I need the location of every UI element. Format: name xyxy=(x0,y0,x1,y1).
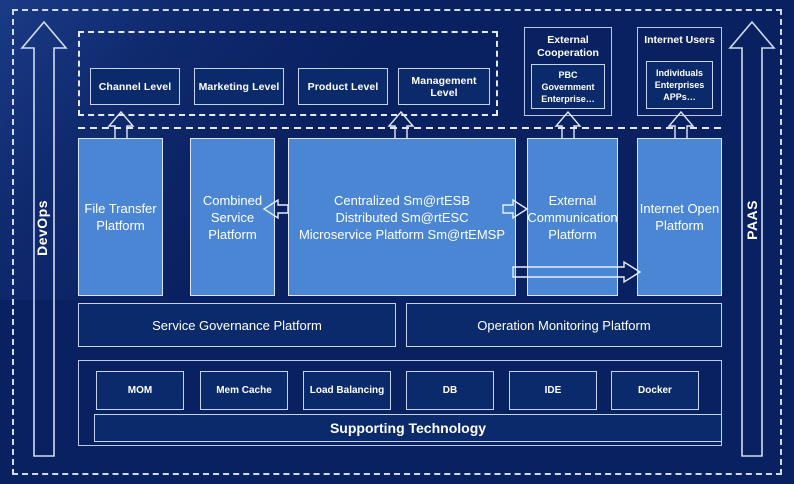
platform-internet-open[interactable]: Internet Open Platform xyxy=(637,138,722,296)
platform-combined-service[interactable]: Combined Service Platform xyxy=(190,138,275,296)
tech-box-load-balancing[interactable]: Load Balancing xyxy=(303,371,391,410)
external-cooperation-detail: PBC Government Enterprise… xyxy=(531,64,605,109)
tech-box-docker[interactable]: Docker xyxy=(611,371,699,410)
bar-operation-monitoring[interactable]: Operation Monitoring Platform xyxy=(406,303,722,347)
supporting-technology-container xyxy=(78,360,722,446)
tech-box-mem-cache[interactable]: Mem Cache xyxy=(200,371,288,410)
supporting-technology-bar[interactable]: Supporting Technology xyxy=(94,414,722,442)
devops-rail-label: DevOps xyxy=(34,200,50,256)
internet-users-detail: Individuals Enterprises APPs… xyxy=(646,61,713,109)
platform-file-transfer-label: File Transfer Platform xyxy=(84,201,157,233)
platform-combined-service-label: Combined Service Platform xyxy=(202,192,263,242)
platform-internet-open-label: Internet Open Platform xyxy=(639,201,720,233)
level-box-marketing[interactable]: Marketing Level xyxy=(194,68,284,105)
platform-esb-esc-emsp[interactable]: Centralized Sm@rtESB Distributed Sm@rtES… xyxy=(288,138,516,296)
internet-users-title: Internet Users xyxy=(644,34,715,46)
platform-external-communication-label: External Communication Platform xyxy=(527,192,618,242)
bar-service-governance[interactable]: Service Governance Platform xyxy=(78,303,396,347)
platform-esb-esc-emsp-label: Centralized Sm@rtESB Distributed Sm@rtES… xyxy=(298,192,506,242)
paas-rail-label: PAAS xyxy=(744,200,760,240)
outer-dashed-frame xyxy=(12,9,782,475)
platform-file-transfer[interactable]: File Transfer Platform xyxy=(78,138,163,296)
external-cooperation-title: External Cooperation xyxy=(537,34,599,59)
business-levels-container xyxy=(78,31,498,116)
level-box-product[interactable]: Product Level xyxy=(298,68,388,105)
level-box-channel[interactable]: Channel Level xyxy=(90,68,180,105)
level-box-management[interactable]: Management Level xyxy=(398,68,490,105)
platform-external-communication[interactable]: External Communication Platform xyxy=(527,138,618,296)
tech-box-mom[interactable]: MOM xyxy=(96,371,184,410)
tech-box-db[interactable]: DB xyxy=(406,371,494,410)
tech-box-ide[interactable]: IDE xyxy=(509,371,597,410)
